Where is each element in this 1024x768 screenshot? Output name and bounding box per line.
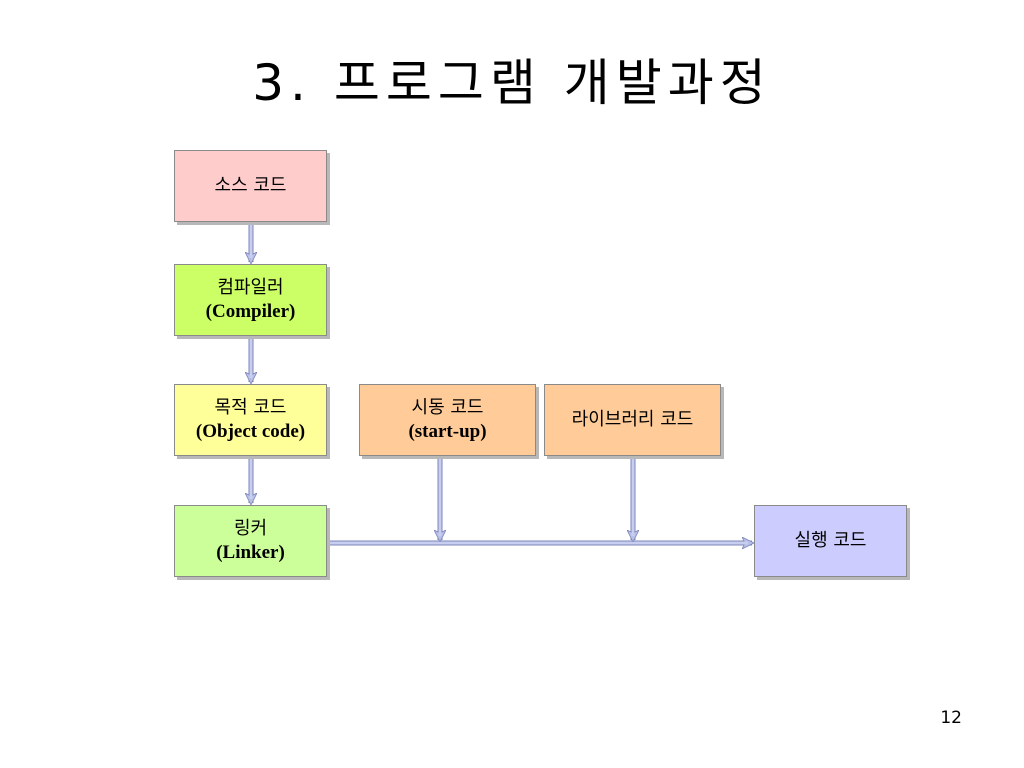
object-code-label: 목적 코드 [214,397,287,418]
startup-code-label: 시동 코드 [411,397,484,418]
library-code-box: 라이브러리 코드 [544,384,721,456]
startup-code-english-label: (start-up) [408,421,487,442]
library-code-label: 라이브러리 코드 [571,409,694,430]
linker-english-label: (Linker) [216,542,285,563]
object-code-english-label: (Object code) [195,421,306,442]
slide-title: 3. 프로그램 개발과정 [252,54,772,112]
linker-label: 링커 [233,518,268,539]
page-number: 12 [940,708,962,728]
source-code-box: 소스 코드 [174,150,327,222]
startup-code-box: 시동 코드 (start-up) [359,384,536,456]
object-code-box: 목적 코드 (Object code) [174,384,327,456]
source-code-label: 소스 코드 [214,175,287,196]
linker-box: 링커 (Linker) [174,505,327,577]
executable-code-label: 실행 코드 [794,530,867,551]
compiler-english-label: (Compiler) [205,301,296,322]
compiler-label: 컴파일러 [217,277,284,298]
executable-code-box: 실행 코드 [754,505,907,577]
compiler-box: 컴파일러 (Compiler) [174,264,327,336]
